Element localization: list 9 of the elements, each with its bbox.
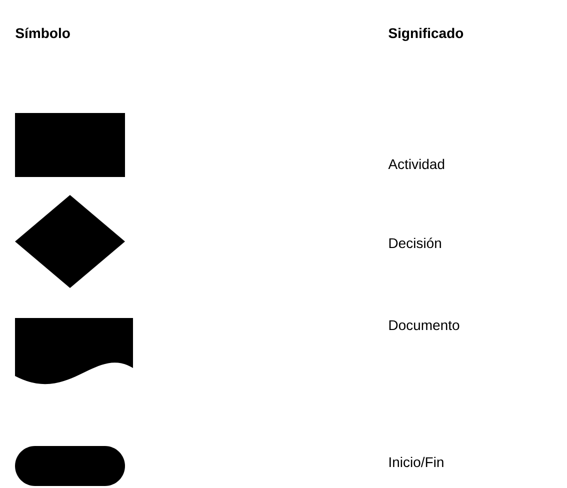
column-header: Símbolo: [16, 28, 70, 38]
symbol-rectangle: [15, 113, 125, 177]
column-header: Significado: [388, 28, 464, 41]
meaning-text: Inicio/Fin: [390, 456, 444, 468]
symbol-diamond: [15, 195, 125, 288]
meaning-text: Documento: [389, 320, 460, 330]
meaning-text: Decisión: [389, 238, 441, 248]
meaning-text: Actividad: [388, 158, 444, 170]
symbol-document: [15, 318, 133, 384]
